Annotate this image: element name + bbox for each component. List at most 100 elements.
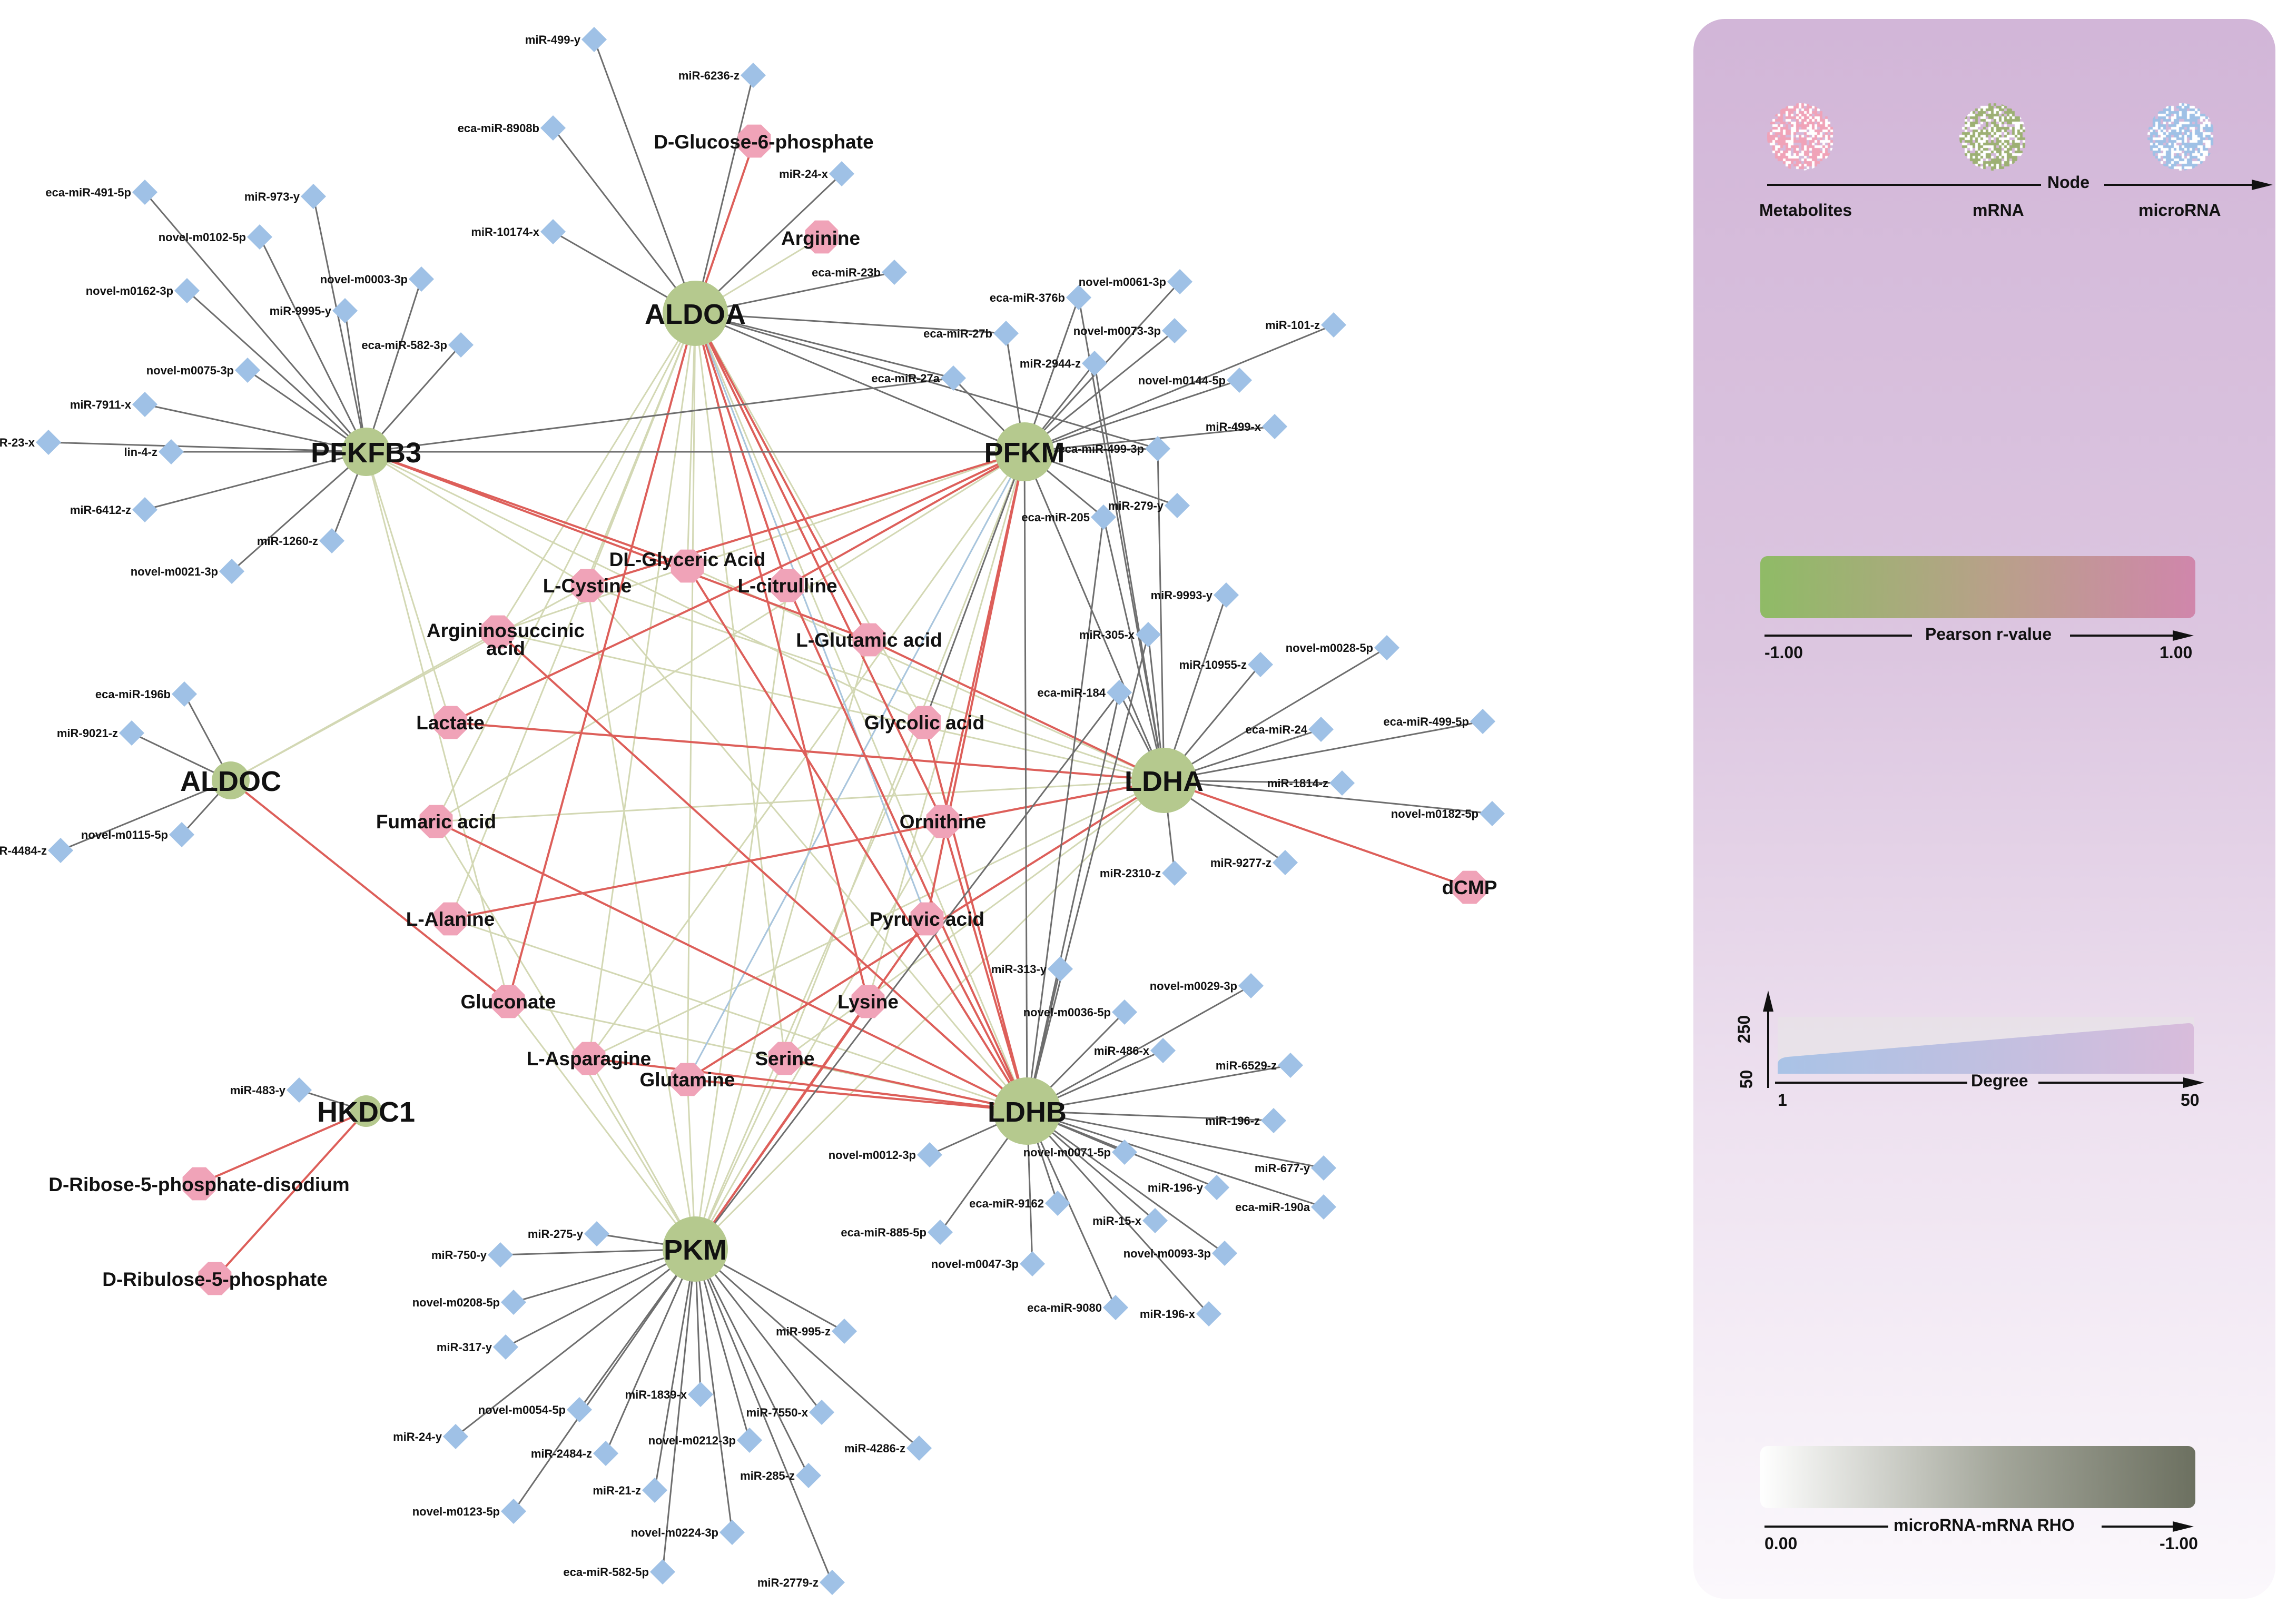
microrna-node bbox=[1308, 717, 1334, 742]
degree-axis-line bbox=[2038, 1082, 2191, 1084]
microrna-node bbox=[882, 260, 907, 285]
microrna-label: miR-499-x bbox=[1206, 420, 1261, 433]
node-layer: miR-499-ymiR-6236-zeca-miR-8908bmiR-24-x… bbox=[0, 27, 1505, 1595]
microrna-label: eca-miR-582-5p bbox=[563, 1566, 649, 1579]
mrna-label: HKDC1 bbox=[317, 1096, 415, 1128]
microrna-mrna-edge bbox=[1103, 517, 1164, 780]
node-axis-line bbox=[2104, 184, 2262, 186]
microrna-label: miR-7550-x bbox=[746, 1406, 809, 1419]
microrna-label: novel-m0061-3p bbox=[1079, 275, 1166, 289]
mrna-legend-label: mRNA bbox=[1973, 201, 2024, 220]
metabolite-label: L-citrulline bbox=[737, 575, 837, 597]
mrna-legend-swatch bbox=[1959, 103, 2027, 171]
rho-axis-arrow bbox=[2173, 1521, 2194, 1532]
microrna-node bbox=[1480, 801, 1505, 826]
microrna-node bbox=[741, 63, 766, 88]
microrna-label: novel-m0071-5p bbox=[1023, 1146, 1111, 1159]
microrna-node bbox=[132, 497, 157, 522]
microrna-node bbox=[1374, 635, 1399, 660]
metabolite-label: D-Ribose-5-phosphate-disodium bbox=[48, 1174, 349, 1195]
pearson-axis-line bbox=[2070, 635, 2181, 637]
metabolite-label: Serine bbox=[755, 1048, 814, 1070]
microrna-label: novel-m0208-5p bbox=[412, 1296, 500, 1309]
metabolite-label: Ornithine bbox=[900, 811, 986, 833]
microrna-label: eca-miR-376b bbox=[990, 291, 1065, 304]
microrna-node bbox=[584, 1221, 609, 1246]
degree-min-label: 1 bbox=[1778, 1091, 1787, 1110]
microrna-node bbox=[796, 1463, 821, 1488]
microrna-label: novel-m0075-3p bbox=[146, 364, 234, 377]
microrna-legend-swatch bbox=[2147, 103, 2215, 171]
microrna-node bbox=[809, 1400, 834, 1425]
microrna-label: eca-miR-9162 bbox=[969, 1197, 1044, 1210]
microrna-label: novel-m0182-5p bbox=[1391, 807, 1478, 820]
degree-max-label: 50 bbox=[2181, 1091, 2200, 1110]
microrna-label: novel-m0123-5p bbox=[412, 1505, 500, 1518]
microrna-node bbox=[235, 358, 260, 383]
degree-legend-title: Degree bbox=[1971, 1071, 2028, 1091]
microrna-node bbox=[1045, 1191, 1070, 1216]
microrna-node bbox=[119, 720, 144, 746]
pearson-axis-arrow bbox=[2173, 630, 2194, 641]
degree-size-min-label: 50 bbox=[1737, 1070, 1756, 1089]
metabolite-label: L-Glutamic acid bbox=[796, 629, 942, 651]
microrna-label: miR-285-z bbox=[740, 1469, 795, 1482]
microrna-node bbox=[567, 1397, 592, 1422]
microrna-label: miR-101-z bbox=[1265, 319, 1320, 332]
degree-wedge bbox=[1772, 996, 2194, 1080]
microrna-node bbox=[1162, 860, 1187, 886]
microrna-node bbox=[409, 266, 434, 292]
metabolite-label: Fumaric acid bbox=[376, 811, 496, 833]
edge-layer bbox=[48, 39, 1492, 1582]
metabolite-label: DL-Glyceric Acid bbox=[609, 549, 766, 570]
metabolite-label: Glycolic acid bbox=[864, 712, 984, 734]
microrna-node bbox=[540, 115, 566, 141]
microrna-label: lin-4-z bbox=[124, 445, 157, 459]
rho-axis-line bbox=[1764, 1526, 1888, 1528]
pearson-max-label: 1.00 bbox=[2160, 643, 2192, 662]
microrna-node bbox=[928, 1220, 953, 1245]
positive-correlation-edge bbox=[498, 632, 1027, 1111]
microrna-label: miR-2779-z bbox=[757, 1576, 819, 1589]
microrna-node bbox=[1261, 1108, 1286, 1133]
microrna-label: miR-9277-z bbox=[1210, 856, 1271, 869]
microrna-node bbox=[36, 430, 61, 455]
microrna-label: miR-6529-z bbox=[1216, 1059, 1277, 1072]
mrna-label: ALDOC bbox=[180, 766, 281, 797]
microrna-node bbox=[737, 1428, 762, 1453]
microrna-label: novel-m0162-3p bbox=[86, 284, 173, 298]
rho-color-bar bbox=[1760, 1446, 2195, 1508]
microrna-node bbox=[688, 1382, 713, 1407]
microrna-node bbox=[832, 1319, 857, 1344]
microrna-label: miR-196-y bbox=[1148, 1181, 1204, 1194]
rho-legend-title: microRNA-mRNA RHO bbox=[1894, 1516, 2075, 1535]
microrna-node bbox=[1020, 1251, 1045, 1276]
microrna-node bbox=[1470, 709, 1495, 734]
metabolite-label: Gluconate bbox=[461, 991, 556, 1013]
microrna-node bbox=[1162, 318, 1187, 343]
microrna-label: eca-miR-23b bbox=[812, 266, 881, 279]
metabolite-legend-swatch bbox=[1767, 103, 1835, 171]
microrna-label: novel-m0115-5p bbox=[81, 828, 168, 841]
microrna-mrna-edge bbox=[313, 196, 366, 452]
microrna-node bbox=[319, 528, 344, 553]
microrna-label: miR-2944-z bbox=[1020, 357, 1081, 370]
microrna-node bbox=[1048, 956, 1073, 982]
microrna-label: miR-750-y bbox=[431, 1249, 487, 1262]
microrna-label: eca-miR-27a bbox=[871, 372, 940, 385]
microrna-node bbox=[1066, 285, 1091, 310]
microrna-node bbox=[650, 1559, 675, 1585]
mrna-label: PFKM bbox=[984, 437, 1065, 469]
microrna-node bbox=[247, 224, 272, 250]
metabolite-label: L-Alanine bbox=[406, 908, 495, 930]
microrna-label: novel-m0073-3p bbox=[1073, 324, 1161, 338]
microrna-node bbox=[1321, 312, 1346, 338]
degree-y-axis bbox=[1767, 1006, 1769, 1088]
microrna-label: novel-m0028-5p bbox=[1286, 641, 1373, 655]
microrna-node bbox=[1278, 1053, 1303, 1078]
microrna-label: miR-486-x bbox=[1094, 1044, 1150, 1057]
negative-correlation-edge bbox=[450, 919, 1027, 1111]
microrna-label: miR-313-y bbox=[991, 963, 1047, 976]
microrna-label: novel-m0036-5p bbox=[1023, 1006, 1111, 1019]
microrna-label: miR-317-y bbox=[437, 1341, 492, 1354]
